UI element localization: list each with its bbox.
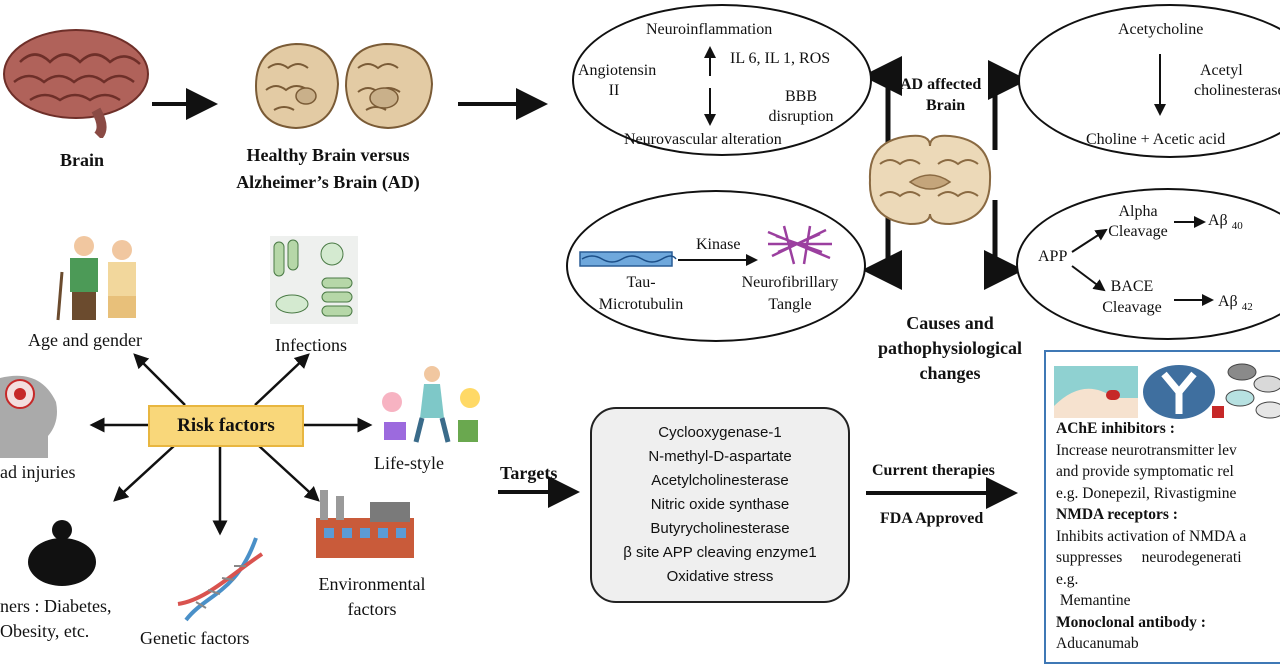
neuroinflammation-text: Neuroinflammation [646, 21, 773, 38]
pill-hand-icon [1054, 366, 1138, 418]
target-item: Nitric oxide synthase [650, 496, 790, 513]
ache-line: and provide symptomatic rel [1056, 463, 1234, 480]
mab-line: Aducanumab [1056, 635, 1139, 652]
fda-approved-label: FDA Approved [880, 510, 984, 527]
tangle-line2: Tangle [768, 296, 812, 313]
brain-label: Brain [60, 150, 105, 170]
causes-line1: Causes and [906, 313, 994, 333]
ad-brain-icon [868, 134, 992, 226]
products-text: Choline + Acetic acid [1086, 131, 1226, 148]
alpha-line2: Cleavage [1108, 223, 1168, 240]
interleukin-text: IL 6, IL 1, ROS [730, 50, 831, 67]
target-item: N-methyl-D-aspartate [648, 448, 792, 465]
enzyme-line1: Acetyl [1200, 62, 1243, 79]
bbb-line2: disruption [768, 108, 834, 125]
others-line2: Obesity, etc. [0, 621, 90, 641]
mab-title: Monoclonal antibody : [1056, 613, 1206, 631]
target-item: Acetylcholinesterase [651, 472, 789, 489]
healthy-vs-ad-line2: Alzheimer’s Brain (AD) [236, 172, 420, 192]
microbes-icon [270, 236, 358, 324]
risk-factors-box: Risk factors [148, 405, 304, 447]
tau-line2: Microtubulin [598, 296, 684, 313]
elderly-couple-icon [56, 236, 136, 321]
app-text: APP [1038, 248, 1068, 265]
hydrolysis-arrow [1154, 54, 1166, 116]
tangle-line1: Neurofibrillary [741, 274, 839, 291]
pills-icon [1212, 363, 1280, 419]
target-item: Oxidative stress [666, 568, 774, 585]
others-line1: ners : Diabetes, [0, 596, 112, 616]
neurovascular-text: Neurovascular alteration [624, 131, 782, 148]
abeta40-sub: 40 [1231, 220, 1243, 233]
angiotensin-line2: II [608, 82, 620, 99]
abeta42-text: Aβ 42 [1218, 293, 1253, 313]
acetylcholine-ellipse [1018, 4, 1280, 158]
ad-affected-line2: Brain [926, 97, 966, 114]
kinase-text: Kinase [696, 236, 741, 253]
acetycholine-text: Acetycholine [1118, 21, 1204, 38]
factory-icon [316, 490, 414, 558]
alpha-line1: Alpha [1118, 203, 1158, 220]
tau-arrow [579, 251, 758, 267]
bace-line2: Cleavage [1102, 299, 1162, 316]
ache-line: Increase neurotransmitter lev [1056, 441, 1237, 459]
targets-box: Cyclooxygenase-1 N-methyl-D-aspartate Ac… [590, 407, 850, 603]
ad-affected-line1: AD affected [900, 76, 982, 93]
environmental-line1: Environmental [318, 574, 426, 594]
healthy-vs-ad-line1: Healthy Brain versus [246, 145, 410, 165]
infections-label: Infections [275, 335, 347, 355]
angiotensin-line1: Angiotensin [578, 62, 657, 79]
target-item: Butyrycholinesterase [650, 520, 790, 537]
causes-line2: pathophysiological [877, 338, 1023, 358]
abeta40-symbol: Aβ [1208, 212, 1228, 229]
enzyme-line2: cholinesterase [1194, 82, 1280, 99]
brain-slices-icon [254, 42, 434, 130]
environmental-line2: factors [347, 599, 397, 619]
bbb-line1: BBB [784, 88, 817, 105]
targets-label: Targets [500, 463, 558, 483]
nmda-line: Inhibits activation of NMDA a [1056, 527, 1247, 545]
ache-title: AChE inhibitors : [1056, 420, 1175, 437]
obesity-icon [28, 520, 96, 586]
app-ellipse [1016, 188, 1280, 340]
lifestyle-label: Life-style [374, 453, 444, 473]
head-injuries-label: ad injuries [0, 462, 76, 482]
abeta42-symbol: Aβ [1218, 293, 1238, 310]
inflammation-ellipse [572, 4, 872, 156]
head-injury-icon [0, 375, 57, 458]
dna-icon [177, 537, 264, 622]
nmda-title: NMDA receptors : [1056, 506, 1178, 523]
genetic-label: Genetic factors [140, 628, 250, 648]
target-item: β site APP cleaving enzyme1 [623, 544, 817, 561]
abeta42-sub: 42 [1241, 301, 1253, 314]
cleavage-arrows [1071, 216, 1214, 306]
target-item: Cyclooxygenase-1 [658, 424, 782, 441]
up-down-arrows [704, 46, 716, 126]
age-gender-label: Age and gender [28, 330, 142, 350]
tau-line1: Tau- [626, 274, 656, 291]
causes-line3: changes [919, 363, 981, 383]
nmda-line: Memantine [1056, 592, 1131, 609]
abeta40-text: Aβ 40 [1208, 212, 1243, 232]
antibody-icon [1143, 365, 1215, 419]
lifestyle-icon [382, 366, 480, 443]
current-therapies-label: Current therapies [872, 462, 995, 479]
bace-line1: BACE [1110, 278, 1154, 295]
therapies-text: AChE inhibitors : Increase neurotransmit… [1056, 418, 1280, 655]
nmda-line: e.g. [1056, 570, 1079, 588]
therapies-panel: AChE inhibitors : Increase neurotransmit… [1044, 350, 1280, 664]
ache-line: e.g. Donepezil, Rivastigmine [1056, 484, 1237, 502]
nmda-line: suppresses neurodegenerati [1056, 549, 1242, 566]
brain-icon [3, 29, 149, 138]
tangle-icon [767, 225, 832, 265]
